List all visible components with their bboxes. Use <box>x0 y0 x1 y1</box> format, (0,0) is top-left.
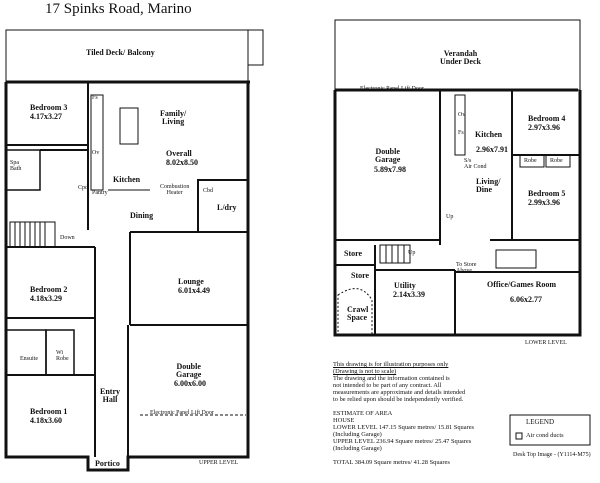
office-label: Office/Games Room <box>487 280 557 289</box>
page-title: 17 Spinks Road, Marino <box>45 1 192 17</box>
store1-label: Store <box>344 249 363 258</box>
upper-garage-label: Double Garage <box>176 362 202 380</box>
bedroom2-dims: 4.18x3.29 <box>30 294 62 303</box>
dining-label: Dining <box>130 211 154 220</box>
ensuite-label: Ensuite <box>20 356 38 362</box>
bedroom4-label: Bedroom 4 <box>528 114 566 123</box>
bedroom5-dims: 2.99x3.96 <box>528 198 560 207</box>
note-line4: not intended to be part of any contract.… <box>333 382 442 389</box>
bedroom3-dims: 4.17x3.27 <box>30 112 62 121</box>
robe2-label: Robe <box>550 158 563 164</box>
upper-level-label: UPPER LEVEL <box>199 460 239 466</box>
note-line3: The drawing and the information containe… <box>333 375 450 382</box>
lower-ov-label: Ov <box>458 112 466 118</box>
lower-electronic-door-label: Electronic Panel Lift Door <box>360 86 424 92</box>
lower-kitchen-label: Kitchen <box>475 130 503 139</box>
portico-label: Portico <box>95 459 120 468</box>
to-store-above-label: To Store Above <box>456 262 477 275</box>
estimate-house: HOUSE <box>333 417 355 424</box>
estimate-incl2: (Including Garage) <box>333 445 382 452</box>
estimate-lower: LOWER LEVEL 147.15 Square metres/ 15.81 … <box>333 424 475 431</box>
lower-level-label: LOWER LEVEL <box>525 340 567 346</box>
lounge-label: Lounge <box>178 277 204 286</box>
store2-label: Store <box>351 271 370 280</box>
lounge-dims: 6.01x4.49 <box>178 286 210 295</box>
lower-up1-label: Up <box>446 214 454 220</box>
note-line5: measurements are approximate and details… <box>333 389 466 396</box>
bedroom1-dims: 4.18x3.60 <box>30 416 62 425</box>
upper-deck-label: Tiled Deck/ Balcony <box>86 48 155 57</box>
spa-bath-label: Spa Bath <box>10 160 22 173</box>
utility-label: Utility <box>394 281 416 290</box>
estimate-upper: UPPER LEVEL 236.94 Square metres/ 25.47 … <box>333 438 472 445</box>
estimate-title: ESTIMATE OF AREA <box>333 410 393 417</box>
verandah-label: Verandah Under Deck <box>440 49 481 67</box>
cpd-label: Cpd <box>78 185 89 191</box>
legend-box <box>509 414 591 446</box>
office-dims: 6.06x2.77 <box>510 295 542 304</box>
legend-title: LEGEND <box>526 418 554 426</box>
crawl-space-label: Crawl Space <box>347 305 369 323</box>
entry-hall-label: Entry Hall <box>100 387 120 405</box>
utility-dims: 2.14x3.39 <box>393 290 425 299</box>
wi-robe-label: Wi Robe <box>56 350 69 363</box>
robe1-label: Robe <box>524 158 537 164</box>
down-label: Down <box>60 235 75 241</box>
estimate-incl1: (Including Garage) <box>333 431 382 438</box>
lower-garage-dims: 5.89x7.98 <box>374 165 406 174</box>
family-living-label: Family/ Living <box>160 109 187 127</box>
upper-outer-walls <box>4 82 250 472</box>
upper-fs-label: Fs <box>92 95 98 101</box>
upper-ov-label: Ov <box>92 150 100 156</box>
ldry-label: L/dry <box>217 203 237 212</box>
note-line2: (Drawing is not to scale) <box>333 368 397 375</box>
pantry-label: Pantry <box>92 190 108 196</box>
upper-garage-dims: 6.00x6.00 <box>174 379 206 388</box>
overall-label: Overall <box>166 149 192 158</box>
bedroom2-label: Bedroom 2 <box>30 285 68 294</box>
lower-garage-label: Double Garage <box>375 147 401 165</box>
estimate-total: TOTAL 384.09 Square metres/ 41.28 Square… <box>333 459 450 466</box>
lower-kitchen-dims: 2.96x7.91 <box>476 145 508 154</box>
upper-electronic-door-label: Electronic Panel Lift Door <box>150 410 214 416</box>
note-line6: to be relied upon should be independentl… <box>333 396 464 403</box>
overall-dims: 8.02x8.50 <box>166 158 198 167</box>
legend-item: Air cond ducts <box>526 432 564 439</box>
air-cond-duct-icon <box>515 432 523 440</box>
bedroom4-dims: 2.97x3.96 <box>528 123 560 132</box>
living-dine-label: Living/ Dine <box>476 177 501 195</box>
combustion-heater-label: Combustion Heater <box>160 184 190 197</box>
lower-outer-walls <box>333 90 582 337</box>
note-line1: This drawing is for illustration purpose… <box>333 361 449 368</box>
sa-aircond-label: S/s Air Cond <box>464 158 487 171</box>
lower-up2-label: Up <box>408 250 416 256</box>
footer-label: Desk Top Image - (Y1114-M75) <box>513 452 591 458</box>
bedroom5-label: Bedroom 5 <box>528 189 566 198</box>
bedroom1-label: Bedroom 1 <box>30 407 68 416</box>
cbd-label: Cbd <box>203 188 214 194</box>
lower-fs-label: Fs <box>458 130 464 136</box>
bedroom3-label: Bedroom 3 <box>30 103 68 112</box>
upper-kitchen-label: Kitchen <box>113 175 141 184</box>
